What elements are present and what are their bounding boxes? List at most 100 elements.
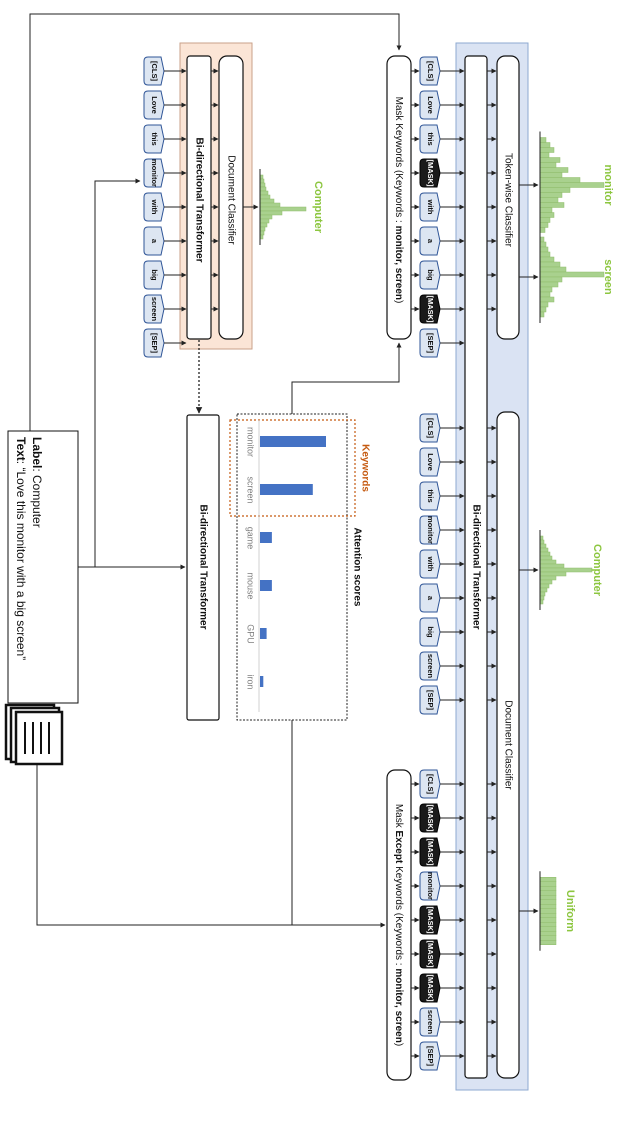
dist-bar [539,217,551,223]
token-label: a [426,596,435,601]
attention-scores-title: Attention scores [351,528,362,607]
token-label: monitor [426,516,435,544]
dist-bar [539,172,563,178]
input-text-line: Text: “Love this monitor with a big scre… [14,437,28,660]
dist-bar [539,147,555,153]
token-a [419,583,441,613]
token-label: [CLS] [426,61,435,81]
token-love [419,447,441,477]
dist-bar [539,543,547,549]
token-monitor [419,871,441,901]
token-mask [419,837,441,867]
token-label: screen [426,654,435,679]
right-doc-classifier-box [496,411,520,1079]
right-transformer-label: Bi-directional Transformer [470,504,481,629]
dist-bar [259,190,269,196]
token-a [143,226,165,256]
dist-bar [539,271,605,278]
token-label: [MASK] [426,940,435,968]
dist-bar [539,890,557,896]
screen-dist [539,231,605,323]
token-wise-classifier-box [496,55,520,340]
token-label: this [426,489,435,502]
token-label: big [426,626,435,638]
dist-bar [539,895,557,900]
token-this [419,481,441,511]
left-computer-label: Computer [312,181,324,234]
right-computer-label: Computer [591,544,603,597]
dist-bar [539,579,553,585]
token-group-masked-except: [CLS][MASK][MASK]monitor[MASK][MASK][MAS… [419,769,441,1071]
dist-bar [539,899,557,905]
dist-bar [539,877,557,882]
output-distributions [259,131,605,951]
dist-bar [539,917,557,923]
dist-bar [539,207,553,213]
token-label: [MASK] [426,838,435,866]
dist-bar [539,563,565,569]
screen-label: screen [602,259,614,295]
token-label: with [426,199,435,215]
dist-bar [539,142,551,148]
dist-bar [539,286,553,293]
token-love [143,90,165,120]
token-label: [SEP] [150,333,159,354]
dist-bar [539,202,565,208]
attention-bar [260,580,272,591]
dist-bar [539,551,551,557]
token-label: [SEP] [426,1046,435,1067]
token-label: screen [150,297,159,322]
token-label: big [150,269,159,281]
mask-keywords-label: Mask Keywords (Keywords : monitor, scree… [393,97,404,304]
token-screen [419,651,441,681]
token-sep [419,685,441,715]
uniform-label: Uniform [564,890,576,932]
dist-bar [259,198,275,204]
token-label: monitor [150,159,159,187]
dist-bar [539,276,563,283]
attention-bar [260,676,264,687]
token-mask [419,939,441,969]
token-label: monitor [426,872,435,900]
attention-word: screen [246,476,256,503]
right-doc-classifier-label: Document Classifier [502,700,513,790]
token-label: [CLS] [426,774,435,794]
dist-bar [539,182,605,188]
dist-bar [539,162,557,168]
dist-bar [539,575,557,581]
dist-bar [539,595,545,601]
keywords-label: Keywords [359,444,370,492]
dist-bar [539,908,557,914]
token-big [143,260,165,290]
dist-bar [539,236,545,243]
token-label: [MASK] [426,295,435,323]
dist-bar [259,206,307,212]
dist-bar [539,246,549,253]
token-label: Love [426,96,435,114]
token-sep [419,328,441,358]
dist-bar [539,926,557,932]
token-label: [MASK] [426,804,435,832]
attention-word: iron [246,674,256,689]
token-label: [MASK] [426,159,435,187]
token-label: screen [426,1010,435,1035]
left-transformer-label: Bi-directional Transformer [193,137,204,262]
attention-bar [260,436,326,447]
token-label: [SEP] [426,690,435,711]
dist-bar [259,202,281,208]
input-label-line: Label: Computer [30,437,44,528]
center-transformer-label: Bi-directional Transformer [197,504,208,629]
left-computer-dist [259,169,307,245]
dist-bar [539,555,553,561]
dist-bar [259,222,268,228]
dist-bar [259,210,283,216]
dist-bar [259,230,265,236]
token-label: [CLS] [150,61,159,81]
token-label: a [426,239,435,244]
